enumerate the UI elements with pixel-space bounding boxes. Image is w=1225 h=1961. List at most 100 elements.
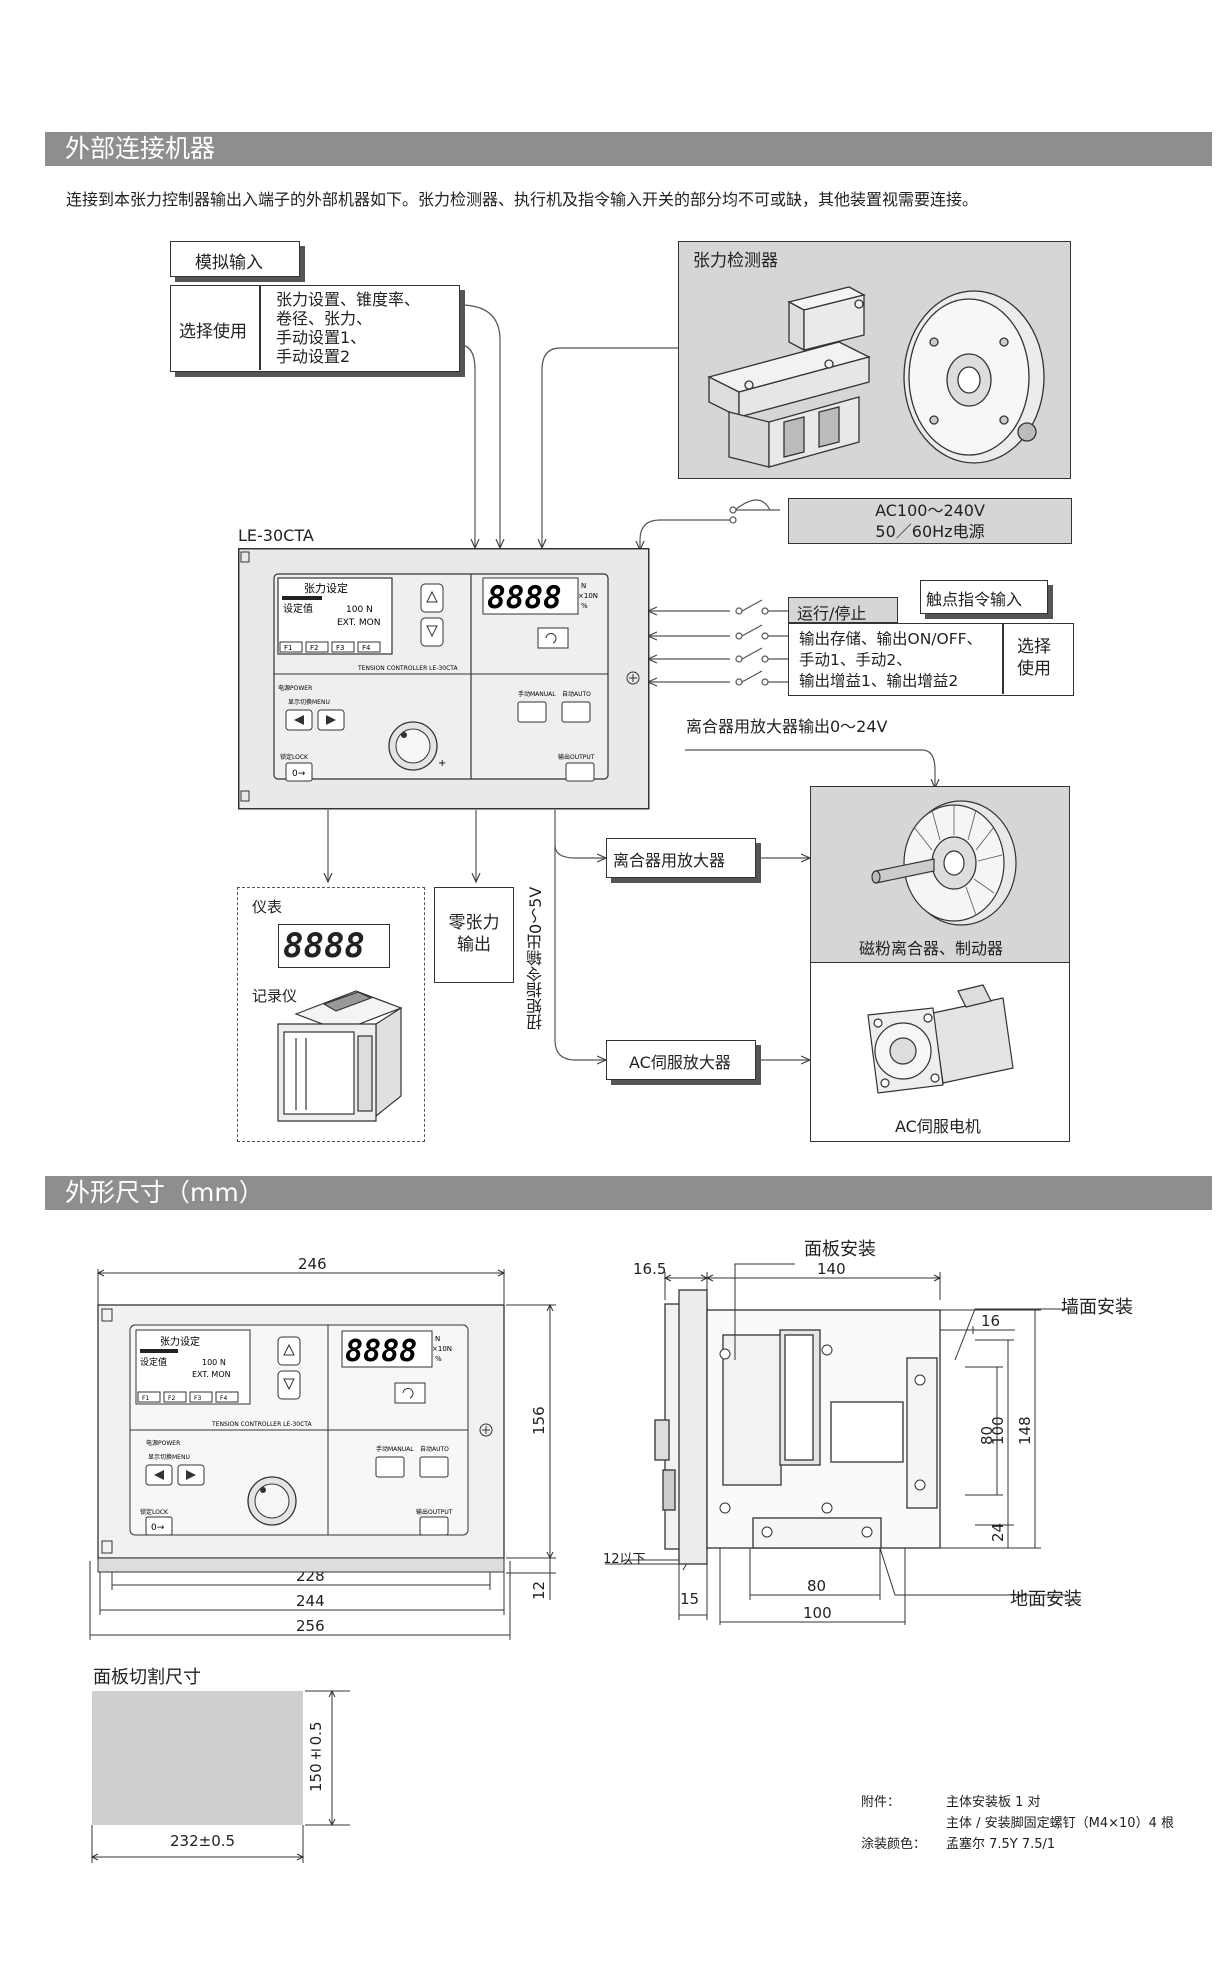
servo-motor-image <box>867 984 1014 1094</box>
analog-select-label: 选择使用 <box>179 322 247 342</box>
accessories-line2: 主体 / 安装脚固定螺钉（M4×10）4 根 <box>946 1816 1174 1831</box>
powder-clutch-image <box>871 800 1017 926</box>
svg-text:电源POWER: 电源POWER <box>146 1439 180 1447</box>
svg-text:显示切换MENU: 显示切换MENU <box>288 698 330 706</box>
svg-text:244: 244 <box>296 1592 325 1610</box>
servo-amp-box: AC伺服放大器 <box>606 1040 756 1080</box>
paint-label: 涂装颜色： <box>861 1837 927 1852</box>
svg-text:F2: F2 <box>168 1395 175 1402</box>
svg-text:148: 148 <box>1016 1416 1034 1445</box>
svg-text:EXT. MON: EXT. MON <box>337 618 380 628</box>
cutout-area <box>92 1691 303 1825</box>
recorder-label: 记录仪 <box>252 987 298 1005</box>
svg-text:输出OUTPUT: 输出OUTPUT <box>416 1508 453 1516</box>
accessories-line1: 主体安装板 1 对 <box>946 1795 1041 1810</box>
svg-text:F3: F3 <box>194 1395 201 1402</box>
panel-mount-label: 面板安装 <box>804 1239 876 1260</box>
svg-text:EXT. MON: EXT. MON <box>192 1370 231 1379</box>
svg-text:TENSION CONTROLLER LE-30CTA: TENSION CONTROLLER LE-30CTA <box>357 665 458 672</box>
svg-text:锁定LOCK: 锁定LOCK <box>140 1508 169 1516</box>
svg-text:设定值: 设定值 <box>140 1356 167 1368</box>
zero-tension-line1: 零张力 <box>448 913 500 933</box>
svg-text:N: N <box>435 1335 440 1343</box>
svg-text:F1: F1 <box>284 644 292 652</box>
svg-text:140: 140 <box>817 1260 846 1278</box>
contact-input-title: 触点指令输入 <box>926 590 1023 609</box>
svg-text:100 N: 100 N <box>346 605 373 615</box>
cutout-title: 面板切割尺寸 <box>93 1667 201 1688</box>
zero-tension-box: 零张力 输出 <box>434 887 514 983</box>
analog-input-box: 选择使用 张力设置、锥度率、 卷径、张力、 手动设置1、 手动设置2 <box>170 285 460 372</box>
svg-text:F3: F3 <box>336 644 344 652</box>
contact-item: 输出增益1、输出增益2 <box>799 672 959 690</box>
svg-text:×10N: ×10N <box>578 592 598 600</box>
power-line1: AC100～240V <box>875 501 985 520</box>
clutch-amp-box: 离合器用放大器 <box>606 838 756 878</box>
analog-items: 张力设置、锥度率、 卷径、张力、 手动设置1、 手动设置2 <box>276 290 420 366</box>
meter-recorder-box: 仪表 8888 记录仪 <box>237 887 425 1142</box>
svg-text:自动AUTO: 自动AUTO <box>562 690 591 698</box>
svg-text:显示切换MENU: 显示切换MENU <box>148 1453 190 1461</box>
connection-lines <box>0 304 1225 1200</box>
svg-text:8888: 8888 <box>487 580 562 616</box>
wall-mount-label: 墙面安装 <box>1061 1297 1133 1318</box>
contact-select-label: 选择使用 <box>1017 637 1051 679</box>
powder-clutch-box: 磁粉离合器、制动器 <box>810 786 1070 964</box>
analog-item: 手动设置1、 <box>276 328 367 347</box>
section-title-dimensions: 外形尺寸（mm） <box>45 1176 1212 1210</box>
servo-amp-label: AC伺服放大器 <box>629 1053 731 1072</box>
svg-text:100 N: 100 N <box>202 1358 226 1367</box>
svg-text:N: N <box>581 582 586 590</box>
contact-item: 输出存储、输出ON/OFF、 <box>799 630 983 648</box>
power-box: AC100～240V 50／60Hz电源 <box>788 498 1072 544</box>
dim-12-below: 12以下 <box>603 1552 646 1567</box>
svg-text:156: 156 <box>530 1406 548 1435</box>
meter-label: 仪表 <box>252 898 283 916</box>
side-dimension-drawing: 16.5 140 16 80 100 148 24 15 80 100 <box>605 1260 1075 1625</box>
svg-text:张力设定: 张力设定 <box>304 581 348 595</box>
svg-text:8888: 8888 <box>345 1334 417 1369</box>
svg-text:输出OUTPUT: 输出OUTPUT <box>558 753 595 761</box>
svg-text:24: 24 <box>989 1523 1007 1542</box>
svg-text:+: + <box>438 758 446 769</box>
recorder-image <box>277 990 403 1122</box>
svg-text:手动MANUAL: 手动MANUAL <box>376 1445 414 1453</box>
svg-text:%: % <box>435 1355 442 1363</box>
powder-clutch-label: 磁粉离合器、制动器 <box>859 939 1004 958</box>
floor-mount-label: 地面安装 <box>1010 1589 1082 1610</box>
analog-item: 手动设置2 <box>276 347 351 366</box>
svg-text:100: 100 <box>989 1416 1007 1445</box>
svg-text:张力设定: 张力设定 <box>160 1335 200 1348</box>
servo-motor-label: AC伺服电机 <box>895 1117 981 1136</box>
intro-text: 连接到本张力控制器输出入端子的外部机器如下。张力检测器、执行机及指令输入开关的部… <box>66 190 979 209</box>
svg-text:F1: F1 <box>142 1395 149 1402</box>
svg-text:×10N: ×10N <box>432 1345 452 1353</box>
zero-tension-line2: 输出 <box>457 935 491 955</box>
analog-input-title-box: 模拟输入 <box>170 241 300 277</box>
svg-text:电源POWER: 电源POWER <box>278 684 312 692</box>
svg-text:256: 256 <box>296 1617 325 1635</box>
svg-text:F4: F4 <box>362 644 371 652</box>
svg-text:设定值: 设定值 <box>283 602 313 615</box>
analog-input-title: 模拟输入 <box>195 253 263 273</box>
svg-text:16: 16 <box>981 1312 1000 1330</box>
run-stop-box: 运行/停止 <box>788 597 898 623</box>
cutout-dimensions <box>90 1689 350 1863</box>
run-stop-label: 运行/停止 <box>797 604 867 623</box>
contact-options-box: 输出存储、输出ON/OFF、 手动1、手动2、 输出增益1、输出增益2 选择使用 <box>788 623 1074 696</box>
svg-text:锁定LOCK: 锁定LOCK <box>280 753 309 761</box>
svg-text:0→: 0→ <box>151 1523 165 1533</box>
analog-item: 卷径、张力、 <box>276 309 373 328</box>
paint-value: 孟塞尔 7.5Y 7.5/1 <box>946 1837 1056 1852</box>
clutch-amp-label: 离合器用放大器 <box>613 851 726 870</box>
svg-text:F2: F2 <box>310 644 318 652</box>
model-label: LE-30CTA <box>238 526 314 545</box>
cutout-width: 232±0.5 <box>170 1832 236 1850</box>
svg-text:246: 246 <box>298 1255 327 1273</box>
controller-panel: 张力设定 设定值 100 N EXT. MON F1 F2 F3 F4 8888… <box>238 548 650 810</box>
contact-items: 输出存储、输出ON/OFF、 手动1、手动2、 输出增益1、输出增益2 <box>799 629 982 692</box>
servo-motor-box: AC伺服电机 <box>810 962 1070 1142</box>
cutout-height: 150±0.5 <box>307 1721 325 1793</box>
svg-text:80: 80 <box>978 1426 996 1445</box>
accessories-label: 附件： <box>861 1795 901 1810</box>
